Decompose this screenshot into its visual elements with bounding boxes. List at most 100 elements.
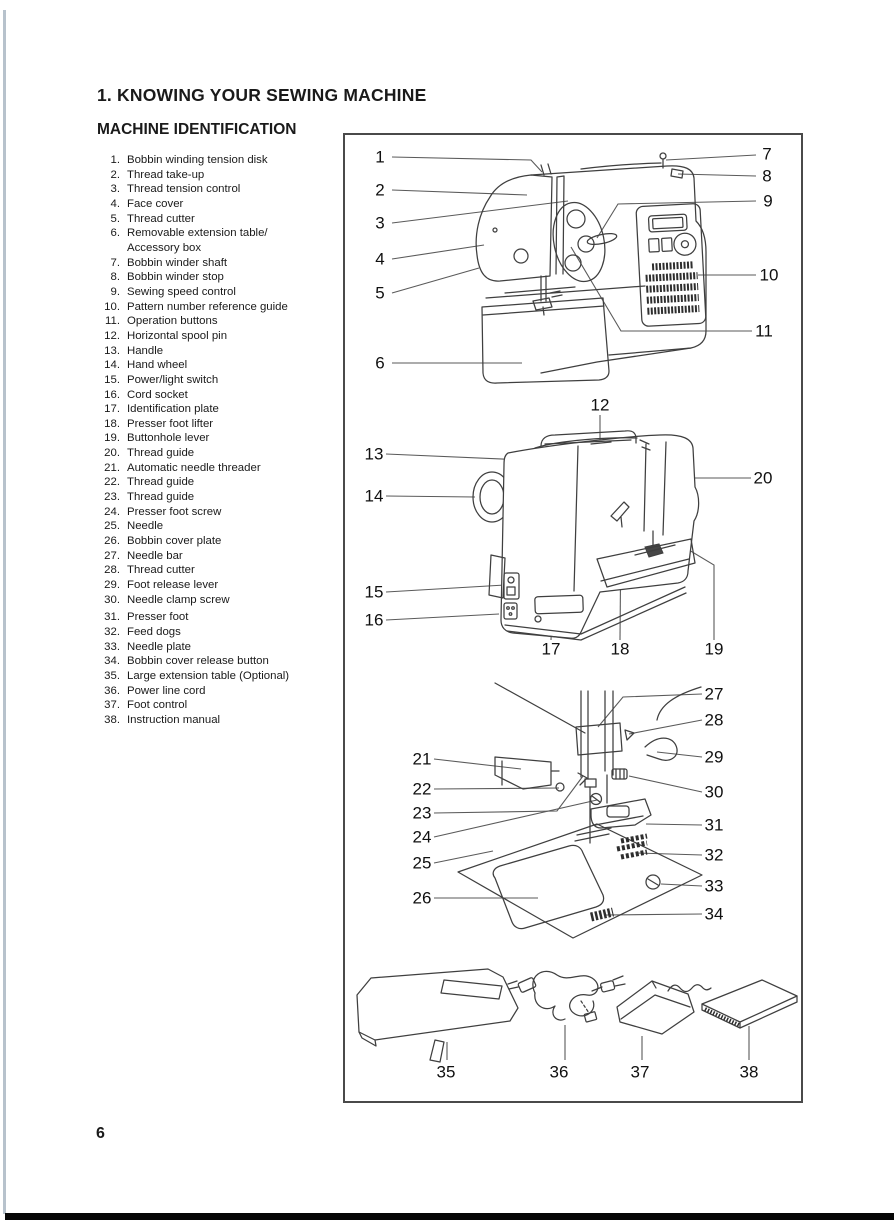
list-item: 12.Horizontal spool pin bbox=[104, 329, 228, 342]
accessories-diagram bbox=[356, 968, 798, 1063]
power-line-cord bbox=[532, 970, 599, 1017]
rear-body bbox=[500, 434, 700, 639]
page-number: 6 bbox=[96, 1125, 105, 1142]
needle-threader bbox=[494, 756, 560, 790]
callout-2: 2 bbox=[375, 180, 385, 200]
list-item: 31.Presser foot bbox=[104, 611, 189, 624]
callout-21: 21 bbox=[412, 749, 432, 769]
callout-5: 5 bbox=[375, 283, 385, 303]
callout-1: 1 bbox=[375, 147, 385, 167]
list-item: 24.Presser foot screw bbox=[104, 505, 222, 518]
list-item: 23.Thread guide bbox=[104, 491, 195, 504]
face-cover bbox=[475, 174, 553, 282]
bobbin-winder-stop bbox=[670, 168, 684, 179]
thread-guide-top bbox=[540, 163, 552, 176]
callout-19: 19 bbox=[704, 639, 724, 659]
list-item: 4.Face cover bbox=[110, 197, 184, 210]
scan-bottom-bar bbox=[5, 1213, 894, 1220]
callout-7: 7 bbox=[762, 144, 772, 164]
callout-27: 27 bbox=[704, 684, 724, 704]
callout-29: 29 bbox=[704, 747, 724, 767]
callout-20: 20 bbox=[753, 468, 773, 488]
callout-3: 3 bbox=[375, 213, 385, 233]
foot-control bbox=[616, 980, 695, 1035]
list-item: 19.Buttonhole lever bbox=[104, 432, 210, 445]
feed-dogs bbox=[620, 833, 648, 844]
list-item: 5.Thread cutter bbox=[110, 212, 195, 225]
list-item: 15.Power/light switch bbox=[104, 373, 219, 386]
page-title: 1. KNOWING YOUR SEWING MACHINE bbox=[97, 85, 427, 105]
list-item: 29.Foot release lever bbox=[104, 579, 219, 592]
callout-31: 31 bbox=[704, 815, 724, 835]
callout-38: 38 bbox=[739, 1062, 759, 1082]
list-item: 3.Thread tension control bbox=[110, 183, 241, 196]
bobbin-cover-release-button bbox=[590, 907, 614, 922]
list-item: 26.Bobbin cover plate bbox=[104, 535, 222, 548]
thread-cutter-closeup bbox=[624, 729, 635, 741]
list-item: 37.Foot control bbox=[104, 699, 188, 712]
list-item: 21.Automatic needle threader bbox=[104, 461, 261, 474]
callout-37: 37 bbox=[630, 1062, 650, 1082]
list-item: 1.Bobbin winding tension disk bbox=[110, 154, 268, 166]
free-arm bbox=[596, 538, 696, 588]
list-item: 33.Needle plate bbox=[104, 640, 191, 653]
spool-pin bbox=[590, 441, 612, 445]
list-item: 8.Bobbin winder stop bbox=[110, 271, 224, 284]
callout-35: 35 bbox=[436, 1062, 456, 1082]
list-item: 2.Thread take-up bbox=[110, 168, 205, 181]
callout-26: 26 bbox=[412, 888, 432, 908]
machine-diagram-panel: 1 2 3 4 5 6 7 8 9 10 11 12 13 14 15 16 1… bbox=[343, 133, 803, 1103]
list-item: 35.Large extension table (Optional) bbox=[104, 669, 290, 682]
thread-guide-rear bbox=[639, 439, 651, 451]
operation-buttons bbox=[552, 201, 606, 283]
front-view-diagram bbox=[391, 152, 757, 384]
list-item: 28.Thread cutter bbox=[104, 564, 195, 577]
machine-line-art bbox=[356, 152, 798, 1063]
callout-34: 34 bbox=[704, 904, 724, 924]
callout-8: 8 bbox=[762, 166, 772, 186]
callout-16: 16 bbox=[364, 610, 384, 630]
callout-9: 9 bbox=[763, 191, 773, 211]
scan-edge-strip bbox=[3, 10, 6, 1214]
list-item: 34.Bobbin cover release button bbox=[104, 655, 269, 668]
extension-table bbox=[481, 297, 610, 384]
callout-30: 30 bbox=[704, 782, 724, 802]
presser-foot-lifter bbox=[610, 501, 630, 528]
section-title: MACHINE IDENTIFICATION bbox=[97, 121, 297, 138]
speed-control bbox=[586, 232, 618, 246]
callout-12: 12 bbox=[590, 395, 610, 415]
list-item: 18.Presser foot lifter bbox=[104, 417, 214, 430]
list-item: 13.Handle bbox=[104, 344, 164, 357]
callout-36: 36 bbox=[549, 1062, 569, 1082]
list-item: 9.Sewing speed control bbox=[110, 285, 236, 298]
callout-28: 28 bbox=[704, 710, 724, 730]
presser-foot bbox=[590, 798, 652, 829]
list-item: 14.Hand wheel bbox=[104, 359, 188, 372]
callout-25: 25 bbox=[412, 853, 432, 873]
list-item: 20.Thread guide bbox=[104, 447, 195, 460]
power-switch bbox=[503, 572, 520, 600]
list-item: 32.Feed dogs bbox=[104, 626, 181, 638]
list-item: 30.Needle clamp screw bbox=[104, 593, 230, 606]
list-item: 25.Needle bbox=[104, 520, 164, 533]
parts-list: 1.Bobbin winding tension disk 2.Thread t… bbox=[99, 153, 345, 728]
list-item: 38.Instruction manual bbox=[104, 713, 221, 726]
foot-release-lever bbox=[644, 737, 678, 761]
callout-23: 23 bbox=[412, 803, 432, 823]
list-item: 36.Power line cord bbox=[104, 684, 206, 697]
list-item: 16.Cord socket bbox=[104, 388, 188, 401]
callout-14: 14 bbox=[364, 486, 384, 506]
large-extension-table bbox=[356, 968, 519, 1041]
callout-4: 4 bbox=[375, 249, 385, 269]
handle-recess bbox=[534, 437, 638, 449]
thread-take-up-slot bbox=[555, 175, 565, 275]
callout-13: 13 bbox=[364, 444, 384, 464]
callout-17: 17 bbox=[541, 639, 561, 659]
callout-32: 32 bbox=[704, 845, 724, 865]
list-item: 7.Bobbin winder shaft bbox=[110, 256, 228, 269]
thread-guide-a bbox=[555, 782, 565, 792]
callout-15: 15 bbox=[364, 582, 384, 602]
needle-bar bbox=[580, 690, 614, 780]
handle bbox=[540, 430, 637, 447]
